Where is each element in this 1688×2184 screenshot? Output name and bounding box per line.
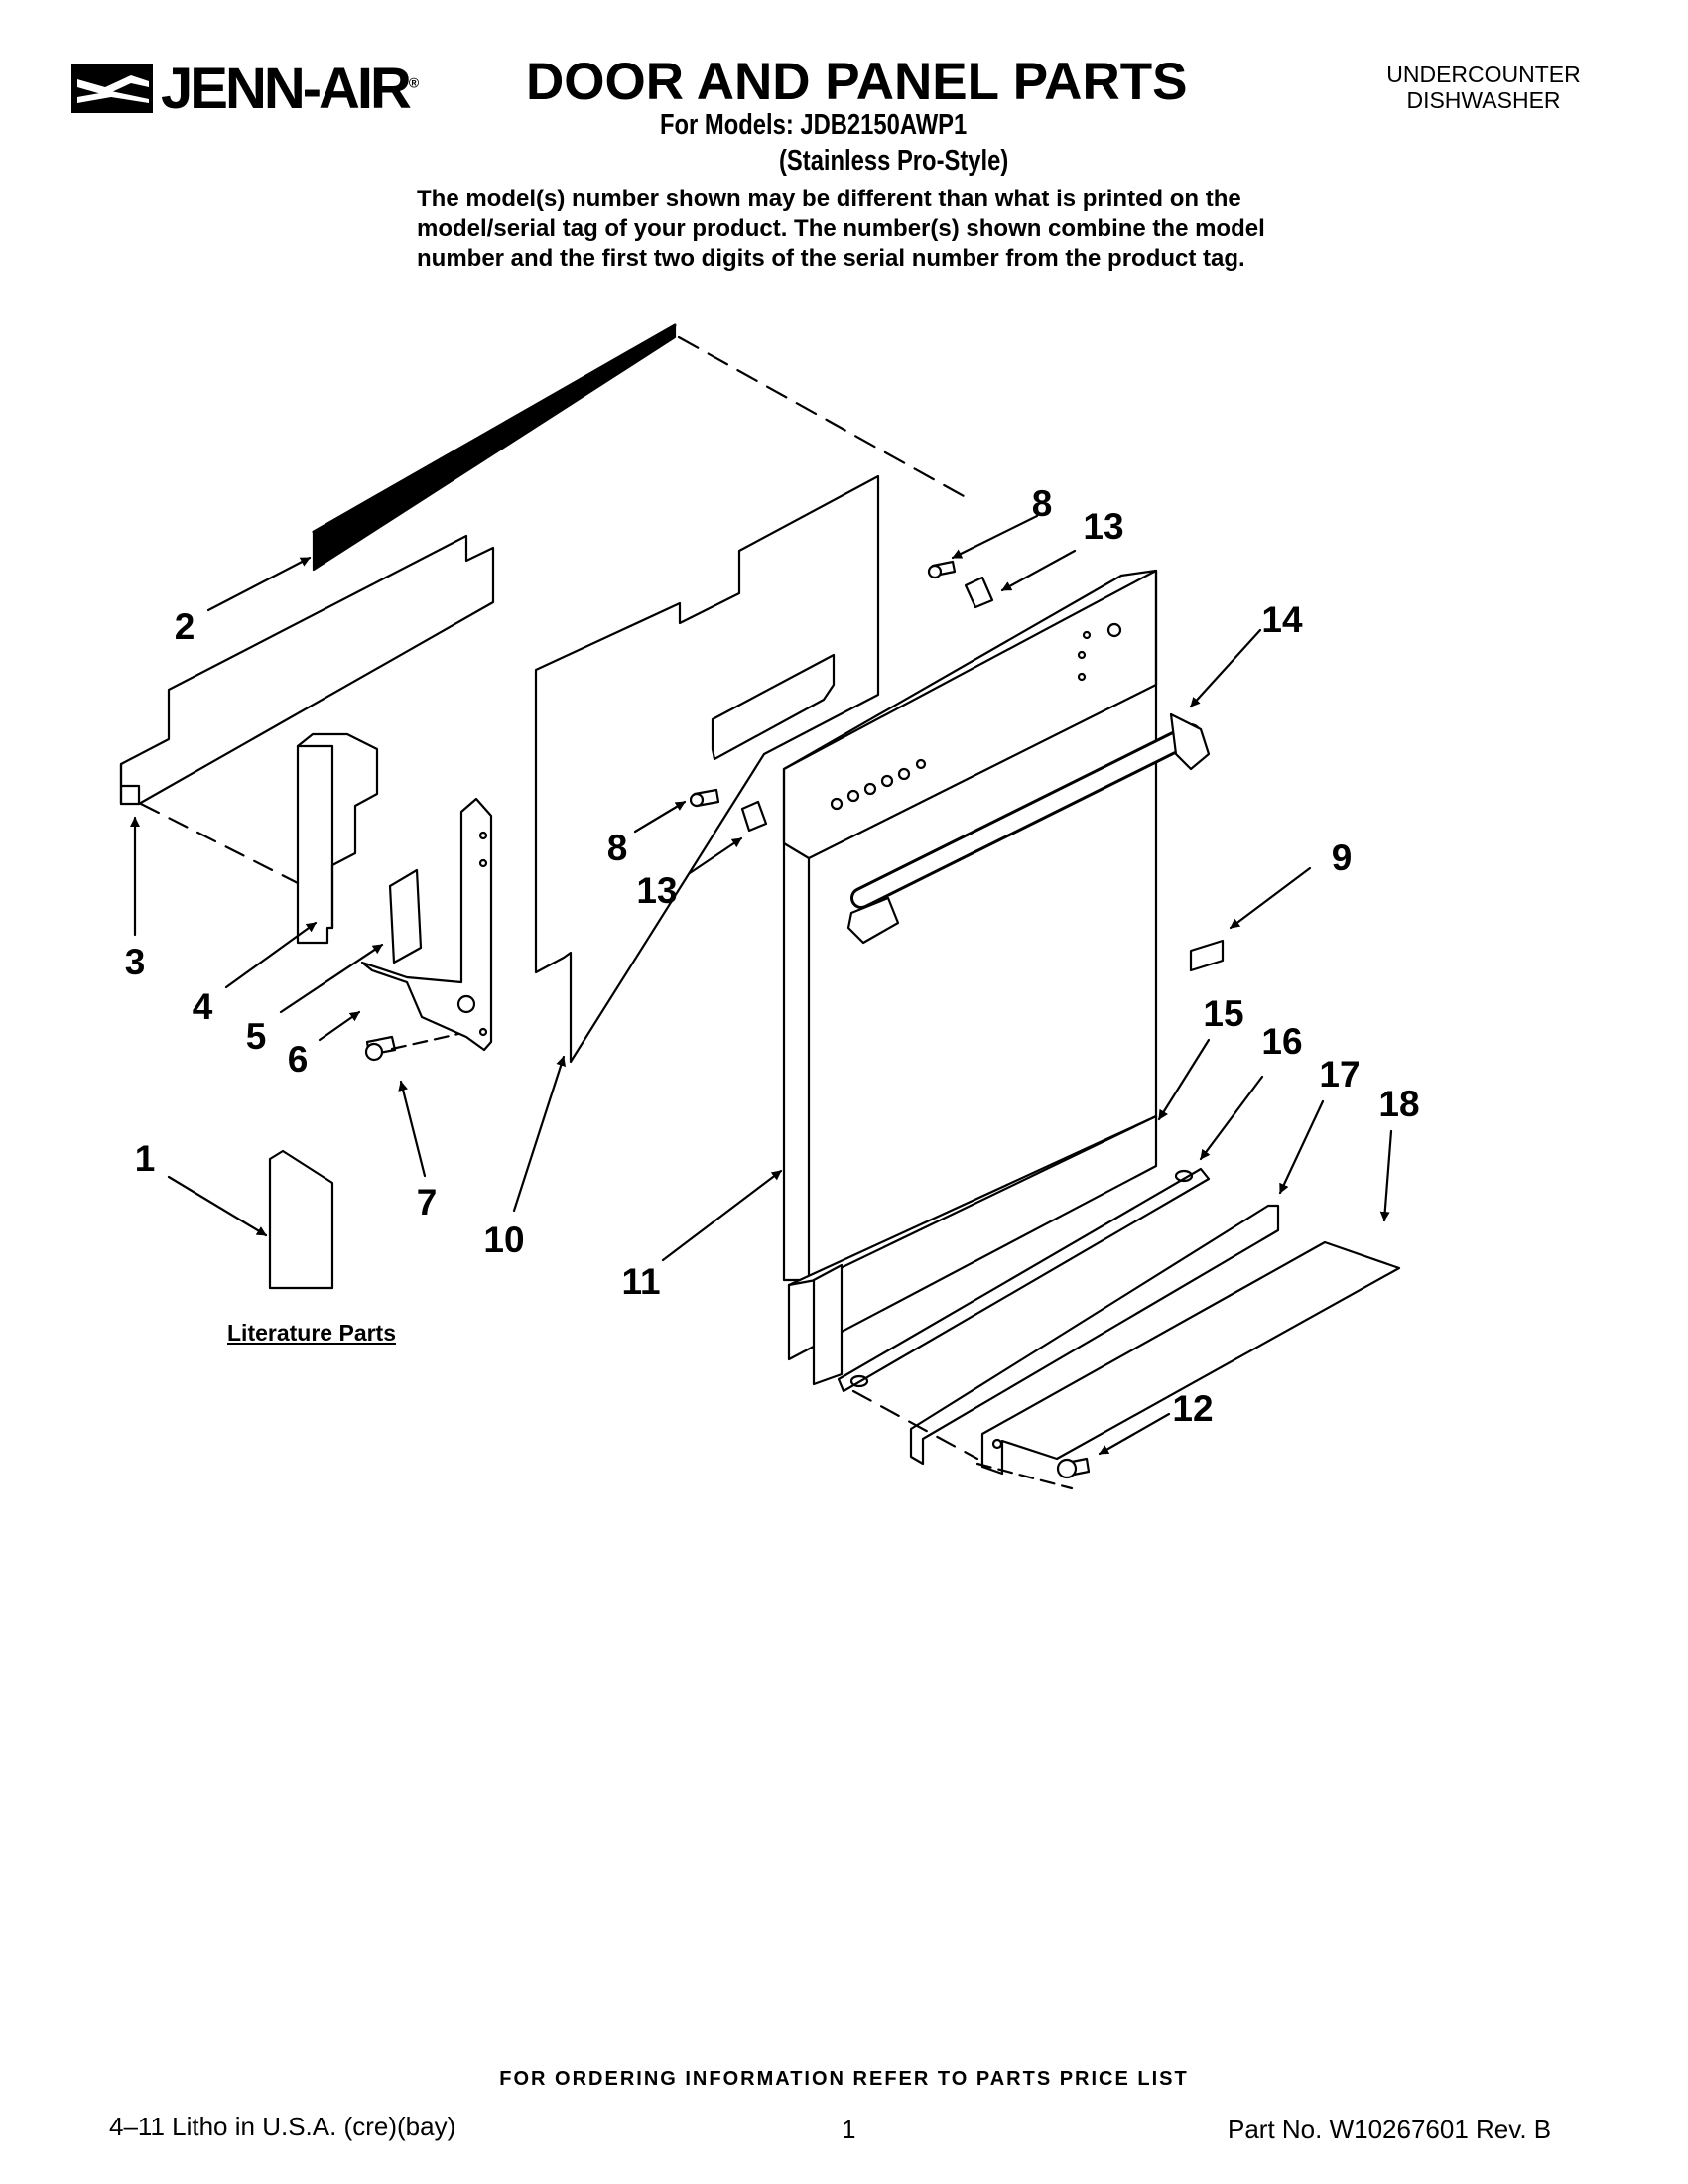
brand-name: JENN-AIR®	[161, 57, 420, 121]
callout-16: 16	[1261, 1021, 1303, 1062]
jenn-air-logo-icon	[71, 64, 153, 113]
product-line-1: UNDERCOUNTER	[1386, 62, 1581, 87]
ordering-info: FOR ORDERING INFORMATION REFER TO PARTS …	[499, 2068, 1189, 2090]
callout-13-lower: 13	[636, 870, 678, 911]
part-16-channel	[837, 1167, 1211, 1393]
callout-11: 11	[621, 1261, 661, 1302]
callout-leaders	[130, 514, 1393, 1456]
part-8-screw-upper	[927, 560, 957, 579]
part-13-clip-lower	[740, 800, 768, 833]
part-18-bottom-channel	[980, 1240, 1401, 1476]
literature-parts-label: Literature Parts	[227, 1320, 397, 1346]
part-12-screw	[1056, 1457, 1091, 1479]
brand-logo: JENN-AIR®	[71, 52, 449, 121]
part-14-handle	[846, 712, 1211, 945]
part-number: Part No. W10267601 Rev. B	[1228, 2115, 1552, 2144]
callout-15: 15	[1203, 993, 1244, 1034]
part-9-label	[1189, 939, 1225, 972]
callout-8-lower: 8	[606, 828, 628, 868]
part-5-pad	[388, 868, 423, 964]
callout-14: 14	[1261, 599, 1303, 640]
dashed-guide	[677, 335, 974, 503]
page-number: 1	[842, 2115, 856, 2144]
callout-4: 4	[192, 986, 213, 1027]
part-3-side-panel	[119, 534, 495, 806]
callout-6: 6	[287, 1039, 309, 1080]
callout-5: 5	[245, 1016, 267, 1057]
callout-17: 17	[1319, 1054, 1361, 1094]
dashed-guide	[975, 1462, 1074, 1490]
page-title: DOOR AND PANEL PARTS	[526, 53, 1188, 111]
part-10-inner-panel	[534, 474, 880, 1064]
callout-13-upper: 13	[1083, 506, 1124, 547]
note-line: model/serial tag of your product. The nu…	[417, 215, 1265, 242]
part-8-screw-lower	[689, 788, 720, 808]
part-7-screw	[364, 1035, 397, 1062]
part-1-literature	[268, 1149, 334, 1290]
callout-7: 7	[416, 1182, 438, 1222]
product-line-2: DISHWASHER	[1406, 87, 1561, 113]
litho-info: 4–11 Litho in U.S.A. (cre)(bay)	[109, 2112, 456, 2141]
callout-2: 2	[174, 606, 195, 647]
callout-12: 12	[1172, 1388, 1214, 1429]
callout-8-upper: 8	[1031, 483, 1053, 524]
part-2-top-gasket	[312, 323, 677, 572]
door-bottom-edge	[812, 1263, 844, 1386]
note-line: The model(s) number shown may be differe…	[417, 186, 1241, 212]
callout-1: 1	[134, 1138, 156, 1179]
dashed-guide	[139, 802, 300, 885]
model-numbers: For Models: JDB2150AWP1	[660, 109, 968, 141]
part-4-insulation	[296, 732, 379, 945]
part-6-hinge-bracket	[360, 797, 493, 1052]
dashed-guide	[390, 1032, 460, 1051]
part-13-clip-upper	[964, 576, 994, 609]
callout-10: 10	[483, 1220, 525, 1260]
callout-18: 18	[1378, 1084, 1420, 1124]
callout-3: 3	[124, 942, 146, 982]
dashed-guide	[851, 1389, 979, 1461]
model-note: The model(s) number shown may be differe…	[417, 185, 1360, 274]
model-variant: (Stainless Pro-Style)	[779, 145, 1009, 177]
note-line: number and the first two digits of the s…	[417, 245, 1245, 272]
part-17-bracket-strip	[909, 1204, 1280, 1466]
callout-9: 9	[1331, 837, 1353, 878]
